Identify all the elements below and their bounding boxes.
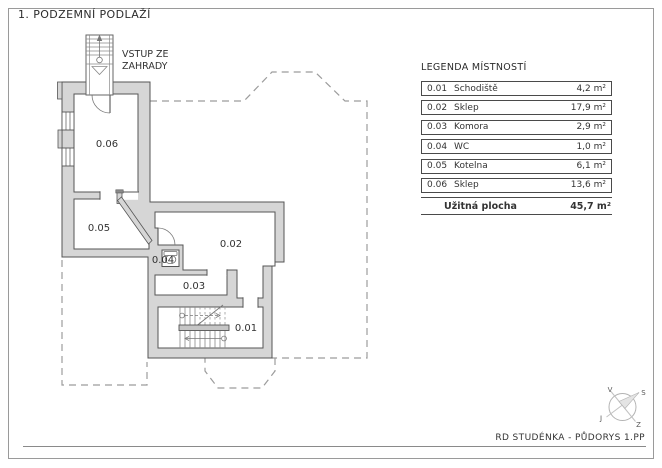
partition-cap [115,189,124,194]
diagonal-partition [115,189,153,245]
footer-divider-line [23,446,646,447]
dashed-outline-right [150,71,368,359]
room-legend: LEGENDA MÍSTNOSTÍ 0.01 Schodiště 4,2 m² … [421,62,612,216]
stair-triangle-mark [91,66,108,76]
compass-circle [608,393,637,421]
wc-door [157,227,176,246]
room-label-005: 0.05 [88,223,110,234]
entry-label-line1: VSTUP ZE [122,49,169,60]
room-labels: 0.01 0.02 0.03 0.04 0.05 0.06 [88,139,257,334]
compass-letter-v: V [608,386,613,394]
room-name: Schodiště [454,83,498,94]
room-003-interior [154,274,228,296]
legend-row-006: 0.06 Sklep 13,6 m² [421,177,612,193]
windows [61,111,75,167]
interior-stairs [178,304,230,348]
room-code: 0.03 [427,122,448,133]
dashed-outline-bay [204,358,276,389]
drawing-footer-title: RD STUDÉNKA - PŮDORYS 1.PP [495,433,645,443]
toilet-icon [163,251,178,264]
room-name: WC [454,141,470,152]
opening-jambs [99,191,259,308]
room-label-003: 0.03 [183,281,205,292]
total-value: 45,7 m² [570,200,611,212]
room-label-002: 0.02 [220,239,242,250]
room-area: 4,2 m² [576,83,606,94]
wall-pier-top [57,81,63,100]
room-area: 13,6 m² [570,180,606,191]
room-label-001: 0.01 [235,323,257,334]
compass-letter-s: S [641,389,646,397]
room-code: 0.05 [427,161,448,172]
compass-letter-z: Z [636,421,641,429]
stair-break-line [194,304,224,328]
stair-guidelines [179,312,227,342]
stair-landing [178,324,230,331]
room-code: 0.06 [427,180,448,191]
wall-pier-mid [57,129,63,149]
legend-row-005: 0.05 Kotelna 6,1 m² [421,158,612,174]
window-2 [61,147,75,167]
page-border [8,8,654,459]
opening-005 [100,191,117,200]
compass-rose: V S J Z [599,386,646,429]
room-label-006: 0.06 [96,139,118,150]
room-name: Sklep [454,102,479,113]
room-name: Komora [454,122,489,133]
room-code: 0.04 [427,141,448,152]
legend-row-003: 0.03 Komora 2,9 m² [421,119,612,135]
drawing-title: 1. PODZEMNÍ PODLAŽÍ [18,8,151,21]
north-arrow [618,392,640,409]
room-area: 6,1 m² [576,161,606,172]
window-1 [61,111,75,131]
room-code: 0.02 [427,102,448,113]
floor-plan: 0.01 0.02 0.03 0.04 0.05 0.06 [57,34,368,389]
legend-total-row: Užitná plocha 45,7 m² [421,197,612,216]
opening-006-corner [122,191,138,200]
legend-row-001: 0.01 Schodiště 4,2 m² [421,81,612,96]
legend-title: LEGENDA MÍSTNOSTÍ [421,62,527,73]
legend-row-004: 0.04 WC 1,0 m² [421,139,612,155]
wc-detail [157,227,180,267]
room-code: 0.01 [427,83,448,94]
opening-001 [243,297,258,308]
room-area: 17,9 m² [570,102,606,113]
entry-label-line2: ZAHRADY [122,60,168,72]
room-name: Sklep [454,180,479,191]
legend-row-002: 0.02 Sklep 17,9 m² [421,100,612,116]
dashed-outline-left-terrace [61,260,148,386]
room-area: 1,0 m² [576,141,606,152]
entry-from-garden-label: VSTUP ZE ZAHRADY [122,49,169,72]
room-area: 2,9 m² [576,122,606,133]
exterior-stairs [85,34,114,96]
compass-letter-j: J [599,415,602,423]
room-label-004: 0.04 [152,255,174,266]
entrance-door [91,94,111,114]
stair-direction-arrow [96,34,103,41]
hidden-treads [199,307,226,325]
upper-floor-dashed-outline [61,71,368,389]
room-name: Kotelna [454,161,488,172]
opening-003 [207,269,227,276]
building-walls [57,81,285,359]
total-label: Užitná plocha [444,200,517,212]
